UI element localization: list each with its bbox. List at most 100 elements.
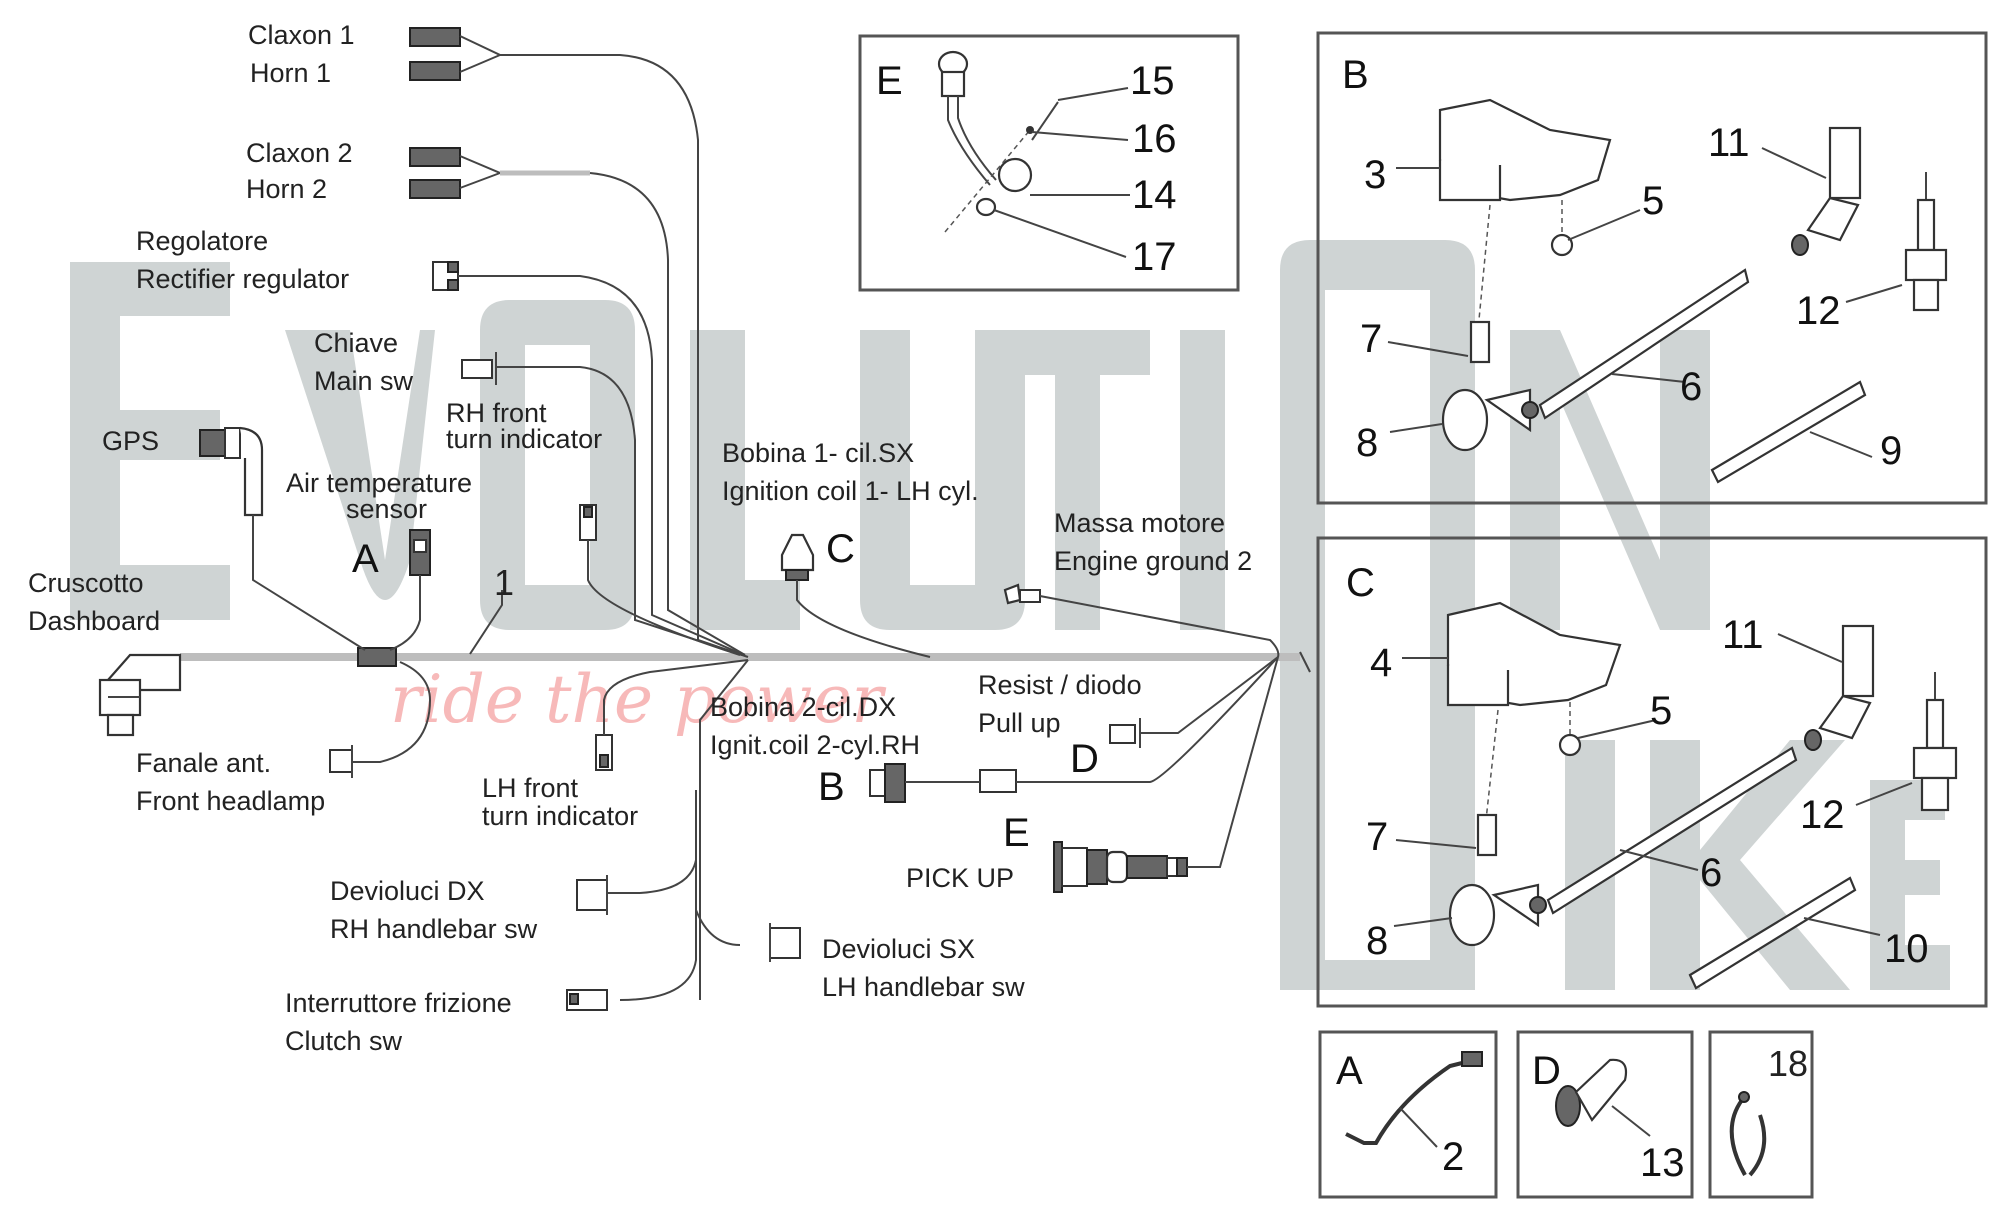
label-horn-1-en: Horn 1	[250, 58, 331, 88]
rh-handlebar-connector[interactable]	[576, 875, 640, 915]
main-switch-connector[interactable]	[461, 352, 743, 656]
label-horn-2-it: Claxon 2	[246, 138, 353, 168]
ref-letter-coil-1: C	[826, 527, 855, 571]
horn-1-connectors[interactable]	[409, 27, 749, 658]
detail-box-e-frame	[858, 34, 1240, 292]
hose-part-6	[1538, 268, 1750, 420]
watermark-letter-e2	[1870, 780, 1950, 990]
temp-sensor-cable	[1345, 1060, 1467, 1145]
lh-front-turn-connector[interactable]	[595, 659, 749, 771]
label-clutch-en: Clutch sw	[285, 1026, 403, 1056]
lh-handlebar-connector[interactable]	[769, 923, 801, 962]
label-rh-handlebar-en: RH handlebar sw	[330, 914, 538, 944]
hose-part-6	[1546, 746, 1798, 915]
detail-box-d-frame	[1516, 1030, 1694, 1199]
watermark-letter-i	[1180, 330, 1225, 630]
watermark-letter-o	[480, 300, 635, 630]
label-coil-1-it: Bobina 1- cil.SX	[722, 438, 914, 468]
label-pullup-en: Pull up	[978, 708, 1061, 738]
harness-ref-leader	[469, 590, 503, 655]
callout-8: 8	[1356, 421, 1378, 465]
label-main-switch-en: Main sw	[314, 366, 414, 396]
pullup-connector[interactable]	[1109, 656, 1279, 748]
air-temp-sensor-connector[interactable]	[389, 529, 431, 651]
label-main-switch-it: Chiave	[314, 328, 398, 358]
ignition-coil-part	[1438, 98, 1612, 202]
label-rh-handlebar-it: Devioluci DX	[330, 876, 485, 906]
dashboard-connector[interactable]	[98, 653, 182, 737]
label-headlamp-it: Fanale ant.	[136, 748, 271, 778]
watermark-letter-k	[1650, 740, 1850, 990]
callout-7: 7	[1360, 317, 1382, 361]
label-horn-1-it: Claxon 1	[248, 20, 355, 50]
nut-part	[1550, 233, 1574, 257]
main-harness: 1	[28, 20, 1311, 1056]
detail-box-b-title: B	[1342, 53, 1369, 97]
watermark-letter-e	[70, 262, 230, 620]
callout-10: 10	[1884, 927, 1929, 971]
detail-box-c-frame	[1316, 536, 1988, 1008]
gps-connector[interactable]	[199, 426, 366, 651]
callout-14: 14	[1132, 173, 1177, 217]
label-regulator-it: Regolatore	[136, 226, 268, 256]
label-coil-2-it: Bobina 2-cil.DX	[710, 692, 896, 722]
label-pullup-it: Resist / diodo	[978, 670, 1142, 700]
cap-part	[1448, 813, 1547, 947]
coil-2-connector[interactable]	[869, 656, 1279, 803]
label-gps: GPS	[102, 426, 159, 456]
watermark-letter-u	[860, 330, 1025, 630]
hose-part-9	[1710, 380, 1867, 484]
callout-4: 4	[1370, 641, 1392, 685]
callout-3: 3	[1364, 153, 1386, 197]
splice-connector	[357, 647, 397, 667]
nut-part	[1558, 733, 1582, 757]
callout-7: 7	[1366, 815, 1388, 859]
hose-part-10	[1688, 876, 1857, 990]
clutch-switch-connector[interactable]	[566, 989, 608, 1011]
detail-box-b: B	[1316, 31, 1988, 505]
callout-12: 12	[1796, 289, 1841, 333]
callout-16: 16	[1132, 117, 1177, 161]
harness-end-tick	[1299, 651, 1311, 673]
callout-6: 6	[1700, 851, 1722, 895]
ref-letter-air-temp: A	[352, 537, 379, 581]
label-headlamp-en: Front headlamp	[136, 786, 325, 816]
label-coil-2-en: Ignit.coil 2-cyl.RH	[710, 730, 920, 760]
horn-2-connectors[interactable]	[409, 147, 746, 656]
detail-box-a-title: A	[1336, 1049, 1363, 1093]
detail-box-c-title: C	[1346, 561, 1375, 605]
ignition-coil-part	[1446, 601, 1622, 707]
callout-11: 11	[1722, 613, 1764, 657]
label-lh-turn-it: LH front	[482, 773, 579, 803]
ref-letter-pullup: D	[1070, 737, 1099, 781]
watermark-letter-v	[285, 330, 435, 600]
spark-plug-part	[1904, 172, 1948, 312]
label-regulator-en: Rectifier regulator	[136, 264, 349, 294]
callout-18: 18	[1768, 1043, 1808, 1084]
detail-box-c: C	[1316, 536, 1988, 1008]
label-air-temp-1: Air temperature	[286, 468, 472, 498]
plug-cap-part	[1791, 126, 1862, 256]
callout-12: 12	[1800, 793, 1845, 837]
label-air-temp-2: sensor	[346, 494, 427, 524]
label-lh-handlebar-en: LH handlebar sw	[822, 972, 1025, 1002]
label-clutch-it: Interruttore frizione	[285, 988, 512, 1018]
headlamp-connector[interactable]	[329, 661, 432, 778]
watermark-letter-t	[1005, 330, 1150, 630]
rh-front-turn-connector[interactable]	[579, 504, 741, 656]
rectifier-regulator-connector[interactable]	[432, 261, 745, 656]
callout-13: 13	[1640, 1141, 1685, 1185]
label-dashboard-it: Cruscotto	[28, 568, 144, 598]
detail-box-clip-frame	[1708, 1030, 1814, 1199]
label-ground-en: Engine ground 2	[1054, 546, 1252, 576]
watermark-letter-l	[690, 330, 800, 630]
pickup-sensor-part	[937, 50, 1059, 233]
coil-1-connector[interactable]	[780, 533, 931, 658]
label-ground-it: Massa motore	[1054, 508, 1225, 538]
callout-2: 2	[1442, 1135, 1464, 1179]
engine-ground-connector[interactable]	[1003, 583, 1280, 658]
detail-box-a: A 2	[1318, 1030, 1498, 1199]
label-lh-turn-en: turn indicator	[482, 801, 638, 831]
pickup-sensor[interactable]	[1053, 656, 1279, 893]
